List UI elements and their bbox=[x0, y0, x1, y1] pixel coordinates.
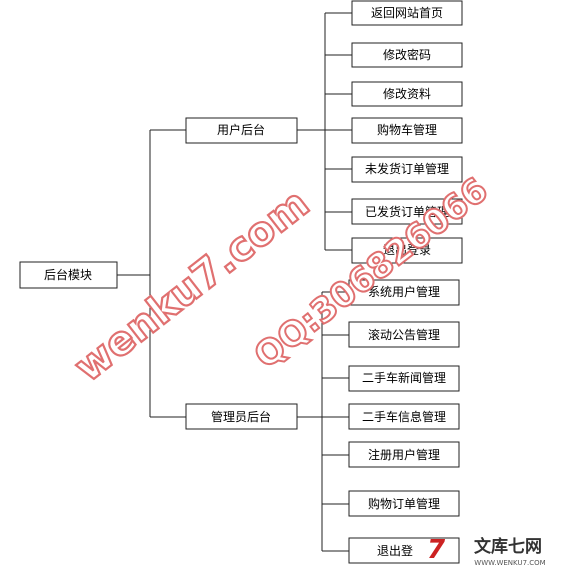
leaf-node: 修改资料 bbox=[351, 81, 463, 107]
leaf-node-label: 二手车信息管理 bbox=[362, 409, 446, 424]
leaf-node-label: 退出登录 bbox=[383, 242, 431, 257]
leaf-node-label: 购物订单管理 bbox=[368, 496, 440, 511]
branch-node-label: 管理员后台 bbox=[211, 409, 271, 424]
leaf-node-label: 注册用户管理 bbox=[368, 447, 440, 462]
leaf-node: 退出登录 bbox=[351, 237, 463, 264]
leaf-node-label: 未发货订单管理 bbox=[365, 161, 449, 176]
leaf-node: 返回网站首页 bbox=[351, 0, 463, 26]
leaf-node-label: 已发货订单管理 bbox=[365, 204, 449, 219]
leaf-node: 购物车管理 bbox=[351, 117, 463, 144]
branch-node-user: 用户后台 bbox=[185, 117, 298, 144]
root-node: 后台模块 bbox=[19, 261, 118, 289]
leaf-node-label: 修改资料 bbox=[383, 86, 431, 101]
branch-node-admin: 管理员后台 bbox=[185, 403, 298, 430]
site-logo: 7 文库七网 WWW.WENKU7.COM bbox=[427, 535, 546, 567]
leaf-node: 购物订单管理 bbox=[348, 490, 460, 517]
leaf-node-label: 退出登 bbox=[377, 543, 413, 558]
leaf-node-label: 二手车新闻管理 bbox=[362, 370, 446, 385]
leaf-node: 滚动公告管理 bbox=[348, 321, 460, 348]
leaf-node-label: 修改密码 bbox=[383, 47, 431, 62]
leaf-node: 二手车新闻管理 bbox=[348, 365, 460, 392]
logo-url-text: WWW.WENKU7.COM bbox=[474, 559, 545, 567]
branch-node-label: 用户后台 bbox=[217, 122, 265, 137]
leaf-node-label: 返回网站首页 bbox=[371, 6, 443, 20]
leaf-node: 修改密码 bbox=[351, 42, 463, 68]
leaf-node-label: 系统用户管理 bbox=[368, 284, 440, 299]
logo-mark: 7 bbox=[427, 535, 446, 565]
leaf-node: 已发货订单管理 bbox=[351, 198, 463, 225]
leaf-node-label: 购物车管理 bbox=[377, 122, 437, 137]
leaf-node: 系统用户管理 bbox=[348, 279, 460, 306]
root-node-label: 后台模块 bbox=[44, 267, 92, 282]
leaf-node-label: 滚动公告管理 bbox=[368, 327, 440, 342]
logo-name-text: 文库七网 bbox=[474, 536, 542, 557]
connectors bbox=[117, 12, 352, 552]
leaf-node: 二手车信息管理 bbox=[348, 403, 460, 430]
leaf-node: 注册用户管理 bbox=[348, 441, 460, 468]
leaf-node: 未发货订单管理 bbox=[351, 156, 463, 183]
leaf-node: 退出登 bbox=[348, 537, 460, 564]
